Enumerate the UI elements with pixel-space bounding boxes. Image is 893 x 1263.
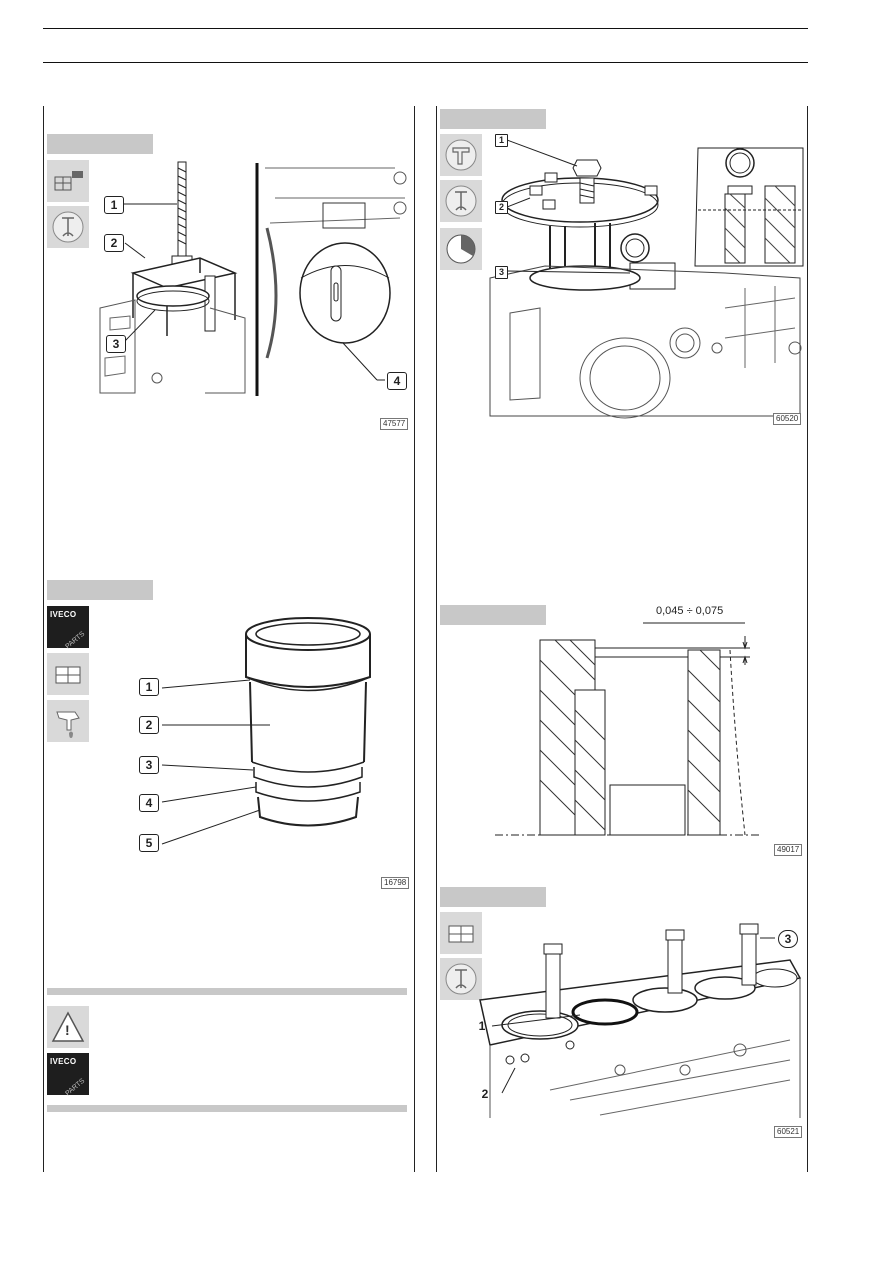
iveco-logo-text: IVECO bbox=[50, 610, 77, 619]
callout-2: 2 bbox=[104, 234, 124, 252]
callout-3: 3 bbox=[778, 930, 798, 948]
figure-code: 16798 bbox=[381, 877, 410, 889]
head-gasket-drawing bbox=[479, 923, 802, 1118]
note-band-bottom bbox=[47, 1105, 407, 1112]
figure-code: 60520 bbox=[773, 413, 802, 425]
callout-2: 2 bbox=[481, 1087, 489, 1101]
warning-glyph: ! bbox=[65, 1022, 70, 1038]
protrusion-dimension: 0,045 ÷ 0,075 bbox=[656, 605, 724, 617]
callout-2: 2 bbox=[495, 201, 508, 214]
callout-3: 3 bbox=[106, 335, 126, 353]
callout-2: 2 bbox=[139, 716, 159, 734]
figure-tab-bottom-right bbox=[440, 887, 546, 907]
gauge-icon bbox=[440, 228, 482, 270]
iveco-parts-icon: IVECO PARTS bbox=[47, 606, 89, 651]
parts-label: PARTS bbox=[64, 630, 87, 651]
figure-tab-mid-left bbox=[47, 580, 153, 600]
figure-code: 60521 bbox=[774, 1126, 803, 1138]
parts-label: PARTS bbox=[64, 1077, 87, 1098]
warning-icon: ! bbox=[47, 1006, 89, 1048]
figure-tab-top-right bbox=[440, 109, 546, 129]
callout-1: 1 bbox=[139, 678, 159, 696]
header-rule-bottom bbox=[43, 62, 808, 63]
right-column-border bbox=[807, 106, 808, 1172]
grid-icon bbox=[47, 653, 89, 695]
wrench-icon bbox=[440, 134, 482, 176]
header-rule-top bbox=[43, 28, 808, 29]
cylinder-liner-drawing bbox=[161, 617, 371, 845]
liner-section-drawing bbox=[495, 622, 760, 836]
callout-3: 3 bbox=[495, 266, 508, 279]
note-band-top bbox=[47, 988, 407, 995]
liner-protrusion-tool-drawing bbox=[489, 139, 804, 419]
callout-1: 1 bbox=[478, 1019, 486, 1033]
center-divider-right bbox=[436, 106, 437, 1172]
tool-icon bbox=[440, 180, 482, 222]
center-divider-left bbox=[414, 106, 415, 1172]
grid-icon bbox=[440, 912, 482, 954]
figure-tab-mid-right bbox=[440, 605, 546, 625]
callout-1: 1 bbox=[495, 134, 508, 147]
callout-3: 3 bbox=[139, 756, 159, 774]
left-column-border bbox=[43, 106, 44, 1172]
tool-icon bbox=[47, 206, 89, 248]
figure-code: 47577 bbox=[380, 418, 409, 430]
figure-code: 49017 bbox=[774, 844, 803, 856]
callout-5: 5 bbox=[139, 834, 159, 852]
callout-4: 4 bbox=[139, 794, 159, 812]
callout-4: 4 bbox=[387, 372, 407, 390]
tool-icon bbox=[440, 958, 482, 1000]
figure-tab-top-left bbox=[47, 134, 153, 154]
oil-can-icon bbox=[47, 700, 89, 742]
grid-icon bbox=[47, 160, 89, 202]
iveco-parts-icon: IVECO PARTS bbox=[47, 1053, 89, 1098]
callout-1: 1 bbox=[104, 196, 124, 214]
liner-extractor-drawing bbox=[99, 161, 407, 396]
iveco-logo-text: IVECO bbox=[50, 1057, 77, 1066]
